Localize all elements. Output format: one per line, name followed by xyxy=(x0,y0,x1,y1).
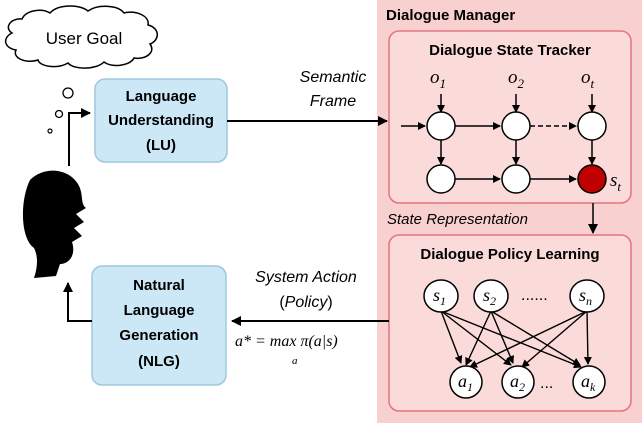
policy-formula: a* = max π(a|s) xyxy=(235,333,338,350)
dpl-action-node-k xyxy=(572,365,606,399)
dpl-action-node-2 xyxy=(501,365,535,399)
dpl-state-label-1: s1 xyxy=(433,285,446,308)
dpl-state-ellipsis: ...... xyxy=(521,287,548,304)
dst-state-node-1 xyxy=(426,164,456,194)
dpl-state-node-n xyxy=(569,279,605,313)
nlg-line-3: Generation xyxy=(119,327,198,344)
obs-label-t: ot xyxy=(581,67,595,91)
dialogue-manager-title: Dialogue Manager xyxy=(386,7,515,24)
dpl-action-label-2: a2 xyxy=(510,371,525,394)
dst-title: Dialogue State Tracker xyxy=(429,42,591,59)
dst-hidden-node-t xyxy=(577,111,607,141)
dpl-title: Dialogue Policy Learning xyxy=(420,246,599,263)
thought-bubble-small xyxy=(47,128,53,134)
obs-label-2: o2 xyxy=(508,67,525,91)
dst-hidden-node-1 xyxy=(426,111,456,141)
state-representation-label: State Representation xyxy=(387,211,528,228)
user-to-lu-arrow xyxy=(68,108,91,166)
system-action-line-2: (Policy) xyxy=(279,294,332,311)
nlg-line-2: Language xyxy=(124,302,195,319)
dpl-edges xyxy=(440,310,592,369)
obs-label-1: o1 xyxy=(430,67,446,91)
lu-line-3: (LU) xyxy=(146,137,176,154)
dst-current-state-node xyxy=(577,164,607,194)
dpl-action-node-1 xyxy=(449,365,483,399)
dpl-action-label-k: ak xyxy=(581,371,596,394)
semantic-frame-line-1: Semantic xyxy=(300,69,367,86)
human-head-icon xyxy=(22,170,86,278)
semantic-frame-line-2: Frame xyxy=(310,93,356,110)
user-goal-label: User Goal xyxy=(46,29,123,48)
thought-cloud-icon xyxy=(4,5,158,69)
edge-sn-a2 xyxy=(521,310,588,368)
edge-s2-a1 xyxy=(465,310,492,366)
dst-hidden-node-2 xyxy=(501,111,531,141)
nlg-line-4: (NLG) xyxy=(138,353,180,370)
dst-state-node-2 xyxy=(501,164,531,194)
lu-line-1: Language xyxy=(126,88,197,105)
edge-s1-ak xyxy=(440,310,582,369)
nlg-to-user-arrow xyxy=(63,282,92,322)
dpl-state-node-1 xyxy=(423,279,459,313)
edge-s1-a1 xyxy=(440,310,463,364)
system-action-line-1: System Action xyxy=(255,269,357,286)
dpl-state-label-n: sn xyxy=(579,285,592,308)
state-label-st: st xyxy=(610,170,621,194)
dpl-action-label-1: a1 xyxy=(458,371,473,394)
edge-s1-a2 xyxy=(440,310,512,366)
policy-formula-subscript: a xyxy=(292,355,298,367)
dpl-state-label-2: s2 xyxy=(483,285,496,308)
nlg-line-1: Natural xyxy=(133,277,185,294)
edge-s2-ak xyxy=(490,310,581,366)
nlg-module xyxy=(91,265,227,386)
thought-bubble-medium xyxy=(54,109,64,119)
edge-s2-a2 xyxy=(490,310,514,364)
dpl-state-node-2 xyxy=(473,279,509,313)
lu-line-2: Understanding xyxy=(108,112,214,129)
thought-bubble-large xyxy=(62,87,74,99)
edge-sn-a1 xyxy=(469,310,588,368)
dpl-action-ellipsis: ... xyxy=(540,375,553,392)
edge-sn-ak xyxy=(583,310,592,365)
